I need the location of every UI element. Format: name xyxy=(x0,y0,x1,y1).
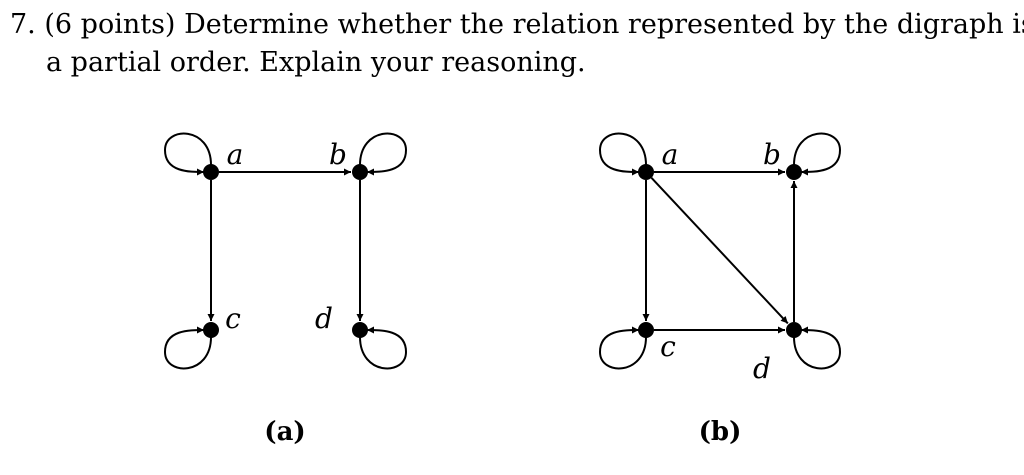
node-label-c: c xyxy=(660,330,676,363)
question-number: 7. xyxy=(10,9,36,40)
loop-d xyxy=(359,326,408,370)
figure-caption-b: (b) xyxy=(699,417,742,447)
digraph-b: a b c d (b) xyxy=(598,132,842,447)
figure-caption-a: (a) xyxy=(264,417,305,447)
loop-a xyxy=(163,132,212,176)
question-points: (6 points) xyxy=(44,9,176,40)
loop-b xyxy=(793,132,842,176)
loop-d xyxy=(793,326,842,370)
question-prompt-line-2: a partial order. Explain your reasoning. xyxy=(46,47,586,78)
question-text: 7. (6 points) Determine whether the rela… xyxy=(10,6,1024,82)
node-c xyxy=(638,322,654,338)
node-label-a: a xyxy=(662,138,679,171)
node-c xyxy=(203,322,219,338)
edge-a-d xyxy=(650,177,789,325)
node-label-a: a xyxy=(227,138,244,171)
node-label-b: b xyxy=(329,138,347,171)
digraph-a: a b c d (a) xyxy=(163,132,408,447)
loop-a xyxy=(598,132,647,176)
node-b xyxy=(352,164,368,180)
node-d xyxy=(786,322,802,338)
node-label-d: d xyxy=(753,352,771,385)
question-prompt-line-1: Determine whether the relation represent… xyxy=(184,9,1024,40)
question-line-1: 7. (6 points) Determine whether the rela… xyxy=(10,6,1024,44)
node-a xyxy=(203,164,219,180)
node-a xyxy=(638,164,654,180)
node-label-d: d xyxy=(315,302,333,335)
node-d xyxy=(352,322,368,338)
node-label-c: c xyxy=(225,302,241,335)
node-b xyxy=(786,164,802,180)
node-label-b: b xyxy=(763,138,781,171)
loop-c xyxy=(598,326,647,370)
loop-c xyxy=(163,326,212,370)
loop-b xyxy=(359,132,408,176)
